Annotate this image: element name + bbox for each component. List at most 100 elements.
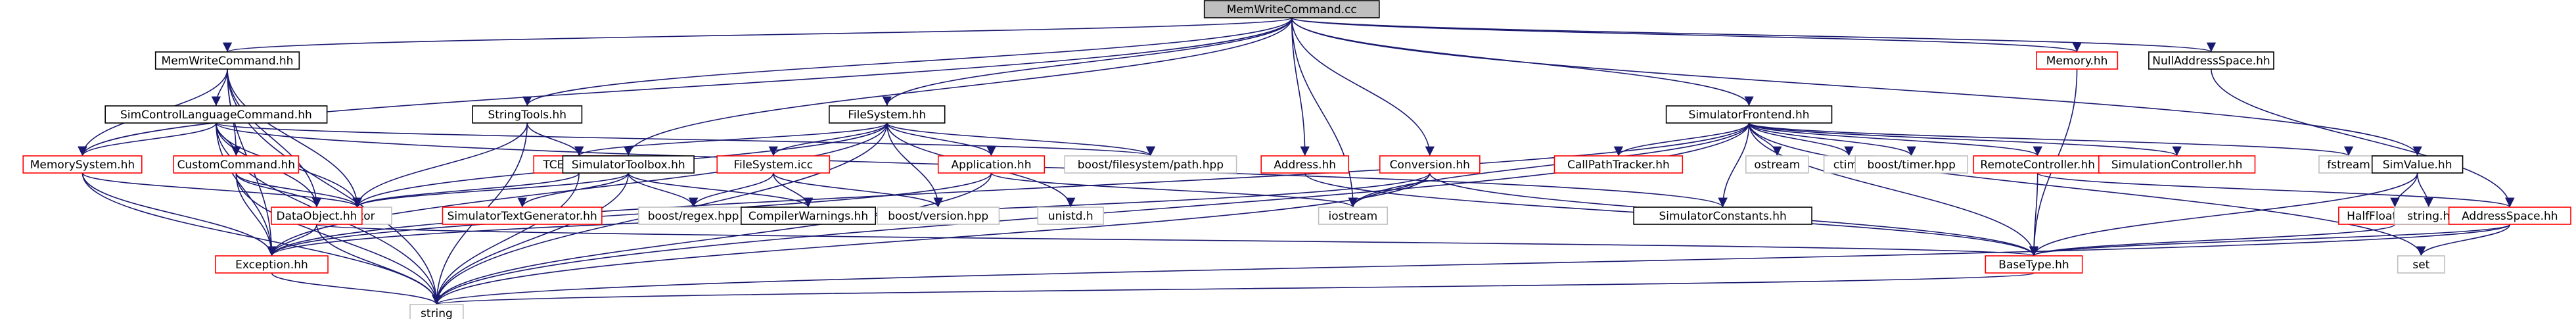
node-callpath[interactable]: CallPathTracker.hh (1553, 155, 1684, 174)
node-compwarn-label: CompilerWarnings.hh (748, 210, 868, 223)
node-memwriteh[interactable]: MemWriteCommand.hh (154, 51, 300, 70)
node-simconst-box (1633, 207, 1812, 225)
edge-filesystemh-to-fsicc (768, 122, 888, 157)
edge-simfrontend-to-exception (267, 122, 1750, 257)
edge-halffloat-to-basetype (2029, 224, 2396, 257)
edge-root-to-memwriteh (223, 17, 1293, 53)
edge-simtoolbox-to-simtextgen (517, 172, 630, 208)
edge-tcestring-to-string (432, 172, 580, 305)
edge-fsicc-to-boostversion (772, 172, 943, 208)
edge-root-to-addressh (1291, 17, 1310, 157)
node-filesystemh[interactable]: FileSystem.hh (829, 105, 946, 124)
node-addrspace-label: AddressSpace.hh (2462, 210, 2558, 223)
node-callpath-label: CallPathTracker.hh (1567, 159, 1670, 172)
node-addrspace-box (2448, 207, 2571, 225)
edge-simvalue-to-stringh (2416, 172, 2433, 208)
node-customcmd-label: CustomCommand.hh (177, 159, 295, 172)
node-addrspace[interactable]: AddressSpace.hh (2448, 207, 2571, 225)
edge-root-to-memoryh (1291, 17, 2082, 53)
node-simconst-label: SimulatorConstants.hh (1659, 210, 1786, 223)
node-nulladdr-label: NullAddressSpace.hh (2152, 55, 2270, 68)
edge-customcmd-to-string (235, 172, 442, 305)
edge-customcmd-to-dataobject (235, 172, 322, 208)
node-customcmd[interactable]: CustomCommand.hh (173, 155, 300, 174)
node-memoryh[interactable]: Memory.hh (2036, 51, 2119, 70)
edge-dataobject-to-string (316, 224, 442, 305)
node-fsicc-label: FileSystem.icc (733, 159, 813, 172)
node-simctl[interactable]: SimulationController.hh (2098, 155, 2256, 174)
node-memoryh-box (2036, 51, 2119, 70)
node-boostversion-box (877, 207, 1000, 225)
node-addressh[interactable]: Address.hh (1260, 155, 1350, 174)
node-unistd: unistd.h (1037, 207, 1104, 225)
node-memsys[interactable]: MemorySystem.hh (22, 155, 143, 174)
node-remotectl-label: RemoteController.hh (1980, 159, 2095, 172)
node-simtoolbox[interactable]: SimulatorToolbox.hh (562, 155, 695, 174)
edge-conversion-to-iostream (1348, 172, 1431, 208)
edge-fsicc-to-boostregex (688, 172, 774, 208)
node-customcmd-box (173, 155, 300, 174)
edge-application-to-iostream (990, 172, 1358, 208)
node-root[interactable]: MemWriteCommand.cc (1203, 0, 1380, 18)
edge-root-to-filesystemh (882, 17, 1293, 107)
edge-simfrontend-to-simctl (1748, 122, 2182, 157)
node-simcontrol[interactable]: SimControlLanguageCommand.hh (104, 105, 328, 124)
node-set-box (2397, 255, 2445, 274)
node-filesystemh-label: FileSystem.hh (848, 109, 926, 122)
edge-root-to-simvalue (1291, 17, 2422, 157)
node-basetype-box (1985, 255, 2083, 274)
node-stringtools-box (472, 105, 583, 124)
node-simfrontend-box (1665, 105, 1833, 124)
node-dataobject[interactable]: DataObject.hh (271, 207, 363, 225)
node-simcontrol-label: SimControlLanguageCommand.hh (120, 109, 312, 122)
edge-addrspace-to-string (432, 224, 2511, 305)
edge-simcontrol-to-exception (216, 122, 277, 257)
edge-simvalue-to-basetype (2029, 172, 2418, 257)
node-boosttimer-label: boost/timer.hpp (1867, 159, 1955, 172)
node-simctl-box (2098, 155, 2256, 174)
node-boostregex: boost/regex.hpp (638, 207, 749, 225)
node-application[interactable]: Application.hh (937, 155, 1046, 174)
edge-simtoolbox-to-compwarn (628, 172, 814, 208)
node-boostversion-label: boost/version.hpp (888, 210, 988, 223)
node-exception[interactable]: Exception.hh (215, 255, 329, 274)
node-conversion[interactable]: Conversion.hh (1379, 155, 1481, 174)
node-nulladdr[interactable]: NullAddressSpace.hh (2148, 51, 2274, 70)
node-simconst[interactable]: SimulatorConstants.hh (1633, 207, 1812, 225)
edge-simcontrol-to-memsys (78, 122, 217, 157)
node-remotectl[interactable]: RemoteController.hh (1973, 155, 2102, 174)
node-simtextgen-label: SimulatorTextGenerator.hh (448, 210, 597, 223)
node-simcontrol-box (104, 105, 328, 124)
node-fsicc[interactable]: FileSystem.icc (716, 155, 831, 174)
edge-simfrontend-to-basetype (1748, 122, 2039, 257)
node-simtoolbox-label: SimulatorToolbox.hh (572, 159, 685, 172)
node-iostream-label: iostream (1329, 210, 1378, 223)
edge-addrspace-to-basetype (2029, 224, 2511, 257)
node-stringtools-label: StringTools.hh (488, 109, 566, 122)
node-compwarn-box (741, 207, 876, 225)
node-exception-label: Exception.hh (235, 258, 308, 272)
edge-filesystemh-to-boostpath (886, 122, 1155, 157)
node-basetype[interactable]: BaseType.hh (1985, 255, 2083, 274)
node-simtextgen[interactable]: SimulatorTextGenerator.hh (442, 207, 603, 225)
edge-remotectl-to-addrspace (2036, 172, 2515, 208)
node-memoryh-label: Memory.hh (2046, 55, 2108, 68)
node-string: string (409, 304, 464, 319)
node-ostream-box (1745, 155, 1809, 174)
edge-root-to-stringtools (522, 17, 1293, 107)
node-simfrontend[interactable]: SimulatorFrontend.hh (1665, 105, 1833, 124)
node-compwarn[interactable]: CompilerWarnings.hh (741, 207, 876, 225)
node-stringtools[interactable]: StringTools.hh (472, 105, 583, 124)
node-stringh-label: string.h (2407, 210, 2450, 223)
edge-filesystemh-to-tcestring (574, 122, 888, 157)
edge-application-to-string (432, 172, 992, 305)
node-set-label: set (2412, 258, 2429, 272)
dependency-nodes: MemWriteCommand.ccMemWriteCommand.hhStri… (22, 0, 2571, 319)
node-set: set (2397, 255, 2445, 274)
node-simvalue[interactable]: SimValue.hh (2371, 155, 2464, 174)
node-application-label: Application.hh (952, 159, 1032, 172)
node-simvalue-box (2371, 155, 2464, 174)
node-memsys-label: MemorySystem.hh (30, 159, 135, 172)
edge-application-to-exception (267, 172, 992, 257)
edge-simfrontend-to-iostream (1348, 122, 1750, 208)
